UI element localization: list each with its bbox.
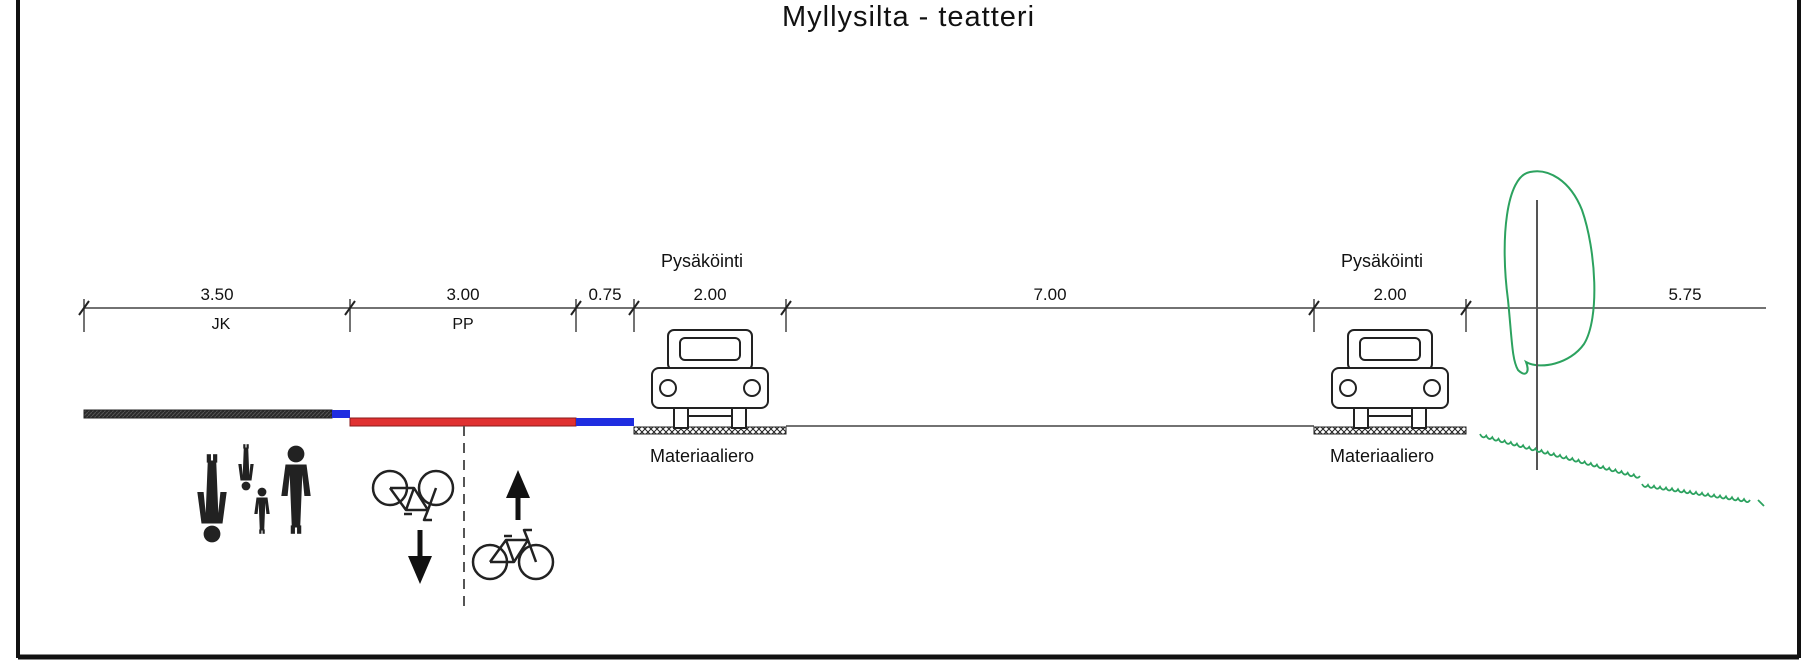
parking-right-surface: [1313, 426, 1467, 435]
bicycle-icon: [471, 528, 555, 581]
divider-strip-right: [576, 418, 634, 426]
segment-dimension: 3.00: [446, 285, 479, 304]
parking-label: Pysäköinti: [661, 251, 743, 271]
bicycle-icon: [371, 469, 455, 522]
segment-dimension: 2.00: [1373, 285, 1406, 304]
arrow-up-icon: [506, 470, 530, 520]
frame-border: [16, 0, 1801, 660]
dimension-tick: [344, 299, 356, 332]
segment-label: JK: [212, 316, 231, 333]
car-icon: [651, 329, 769, 429]
dimension-tick: [570, 299, 582, 332]
material-change-label: Materiaaliero: [1330, 446, 1434, 466]
pedestrians-icon: [197, 444, 311, 543]
dimension-tick: [1460, 299, 1472, 332]
bike-path-surface: [349, 417, 577, 427]
divider-strip-left: [332, 410, 350, 418]
segment-label: PP: [452, 316, 473, 333]
segment-dimension: 2.00: [693, 285, 726, 304]
dimension-line: [78, 299, 1766, 332]
dimension-tick: [628, 299, 640, 332]
material-change-label: Materiaaliero: [650, 446, 754, 466]
sidewalk-surface: [83, 409, 333, 419]
car-icon: [1331, 329, 1449, 429]
segment-dimension: 7.00: [1033, 285, 1066, 304]
page-title: Myllysilta - teatteri: [781, 1, 1036, 33]
segment-dimension: 0.75: [588, 285, 621, 304]
dimension-tick: [780, 299, 792, 332]
segment-dimension: 5.75: [1668, 285, 1701, 304]
dimension-tick: [1308, 299, 1320, 332]
grass-icon: [1479, 433, 1765, 507]
parking-left-surface: [633, 426, 787, 435]
parking-label: Pysäköinti: [1341, 251, 1423, 271]
segment-dimension: 3.50: [200, 285, 233, 304]
dimension-tick: [78, 299, 90, 332]
tree-icon: [1503, 170, 1596, 470]
surfaces: [83, 409, 1467, 610]
arrow-down-icon: [408, 530, 432, 584]
